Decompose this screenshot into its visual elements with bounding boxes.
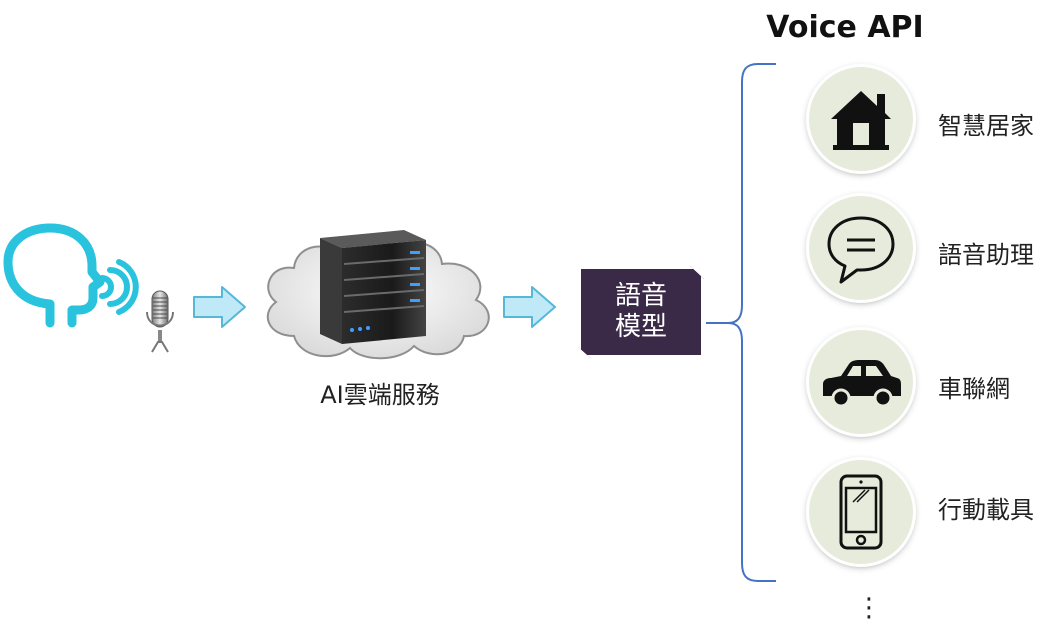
more-indicator: ⋮ [856,593,882,623]
house-icon [831,91,891,150]
api-label-smart-home: 智慧居家 [938,112,1034,140]
api-label-mobile-device: 行動載具 [938,496,1034,524]
api-item-voice-assistant-circle [809,196,913,300]
api-label-connected-car: 車聯網 [938,375,1010,403]
model-label-line2: 模型 [614,312,667,342]
api-item-smart-home-circle [809,67,913,171]
api-item-mobile-device-circle [809,460,913,564]
microphone-icon [146,290,174,353]
diagram-title: Voice API [766,10,924,45]
flow-arrow [193,286,246,328]
flow-arrow [503,286,556,328]
api-item-connected-car-circle [809,330,913,434]
cloud-server-icon [266,230,490,360]
model-label-line1: 語音 [614,281,667,311]
chat-bubble-icon [827,216,895,284]
cloud-service-label: AI雲端服務 [320,381,440,409]
voice-model-box: 語音 模型 [578,266,704,358]
car-icon [823,360,901,408]
api-label-voice-assistant: 語音助理 [938,241,1034,269]
smartphone-icon [839,474,883,550]
api-bracket [706,63,776,582]
speaking-head-icon [3,223,139,328]
